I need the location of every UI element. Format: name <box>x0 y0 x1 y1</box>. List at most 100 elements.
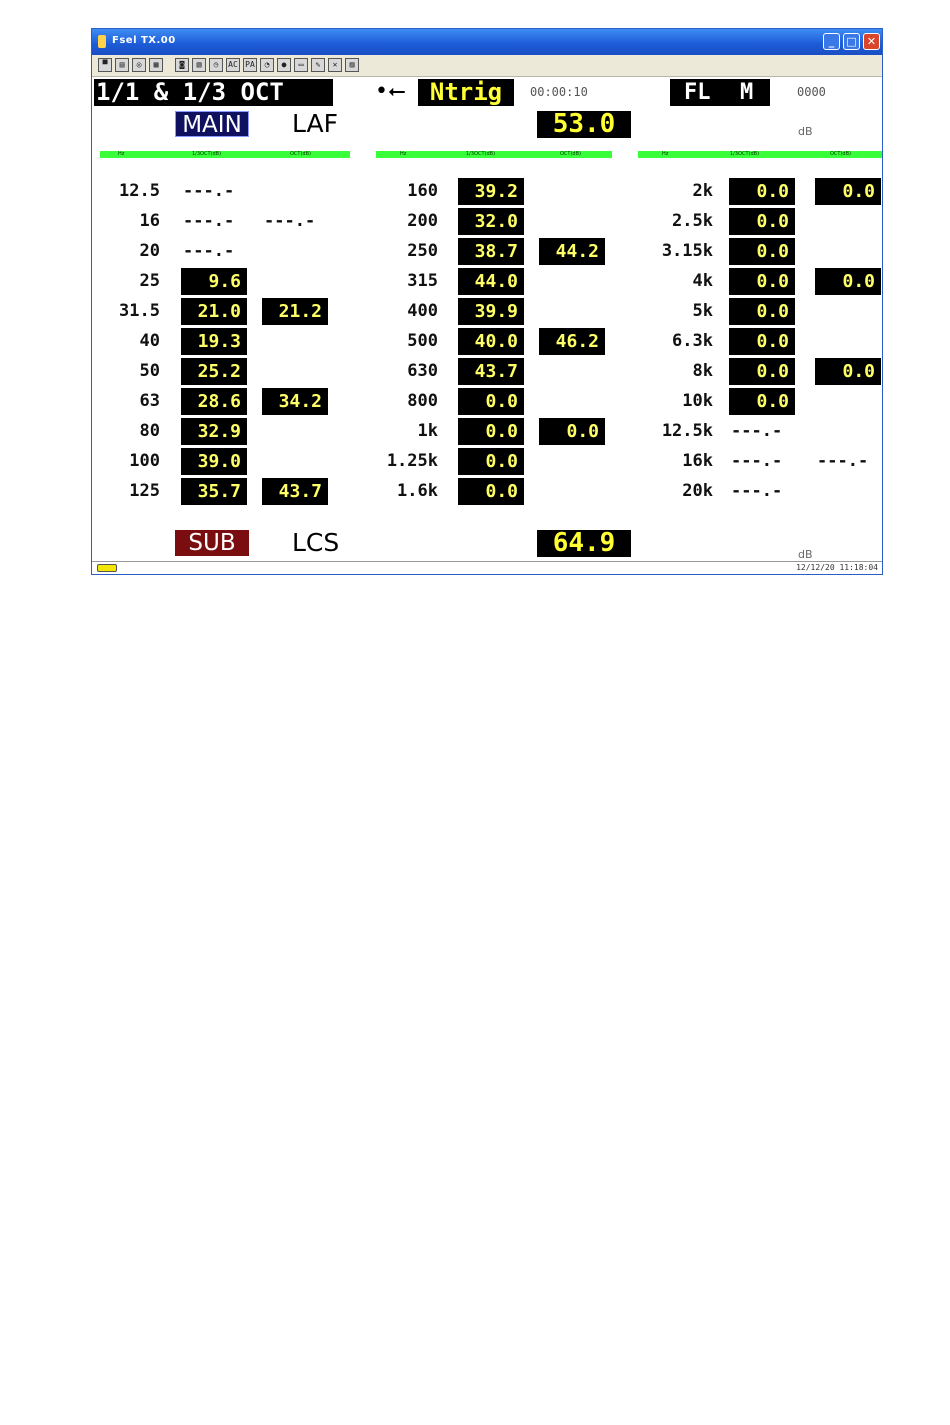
frequency-label: 100 <box>129 451 160 471</box>
app-icon <box>98 35 106 48</box>
title-bar[interactable]: Fsel TX.00 _ □ ✕ <box>92 29 882 55</box>
frequency-label: 800 <box>407 391 438 411</box>
table-row: 800 0.0 <box>92 387 882 417</box>
timer-icon[interactable]: ◷ <box>209 58 223 72</box>
frequency-label: 12.5 <box>119 181 160 201</box>
calculator-icon[interactable]: ▦ <box>149 58 163 72</box>
sub-channel-label[interactable]: SUB <box>175 530 249 556</box>
third-octave-value: 0.0 <box>458 418 524 445</box>
table-row: 20k---.- <box>92 477 882 507</box>
close-button[interactable]: ✕ <box>863 33 880 50</box>
third-octave-value: ---.- <box>731 481 783 501</box>
delete-icon[interactable]: ✕ <box>328 58 342 72</box>
m-label: M <box>740 80 754 105</box>
third-octave-value: 21.0 <box>181 298 247 325</box>
column-header-3: Hz 1/3OCT(dB) OCT(dB) <box>638 151 882 158</box>
battery-icon <box>97 564 117 572</box>
third-octave-value: 39.0 <box>181 448 247 475</box>
third-octave-value: 0.0 <box>729 298 795 325</box>
save-icon[interactable]: ▀ <box>98 58 112 72</box>
octave-value: 0.0 <box>539 418 605 445</box>
table-row: 16k---.----.- <box>92 447 882 477</box>
frequency-label: 200 <box>407 211 438 231</box>
table-row: 12.5---.- <box>92 177 882 207</box>
sub-unit: dB <box>798 548 813 561</box>
frequency-label: 10k <box>682 391 713 411</box>
frequency-label: 2.5k <box>672 211 713 231</box>
fl-label: FL <box>684 80 711 105</box>
third-octave-value: 39.2 <box>458 178 524 205</box>
third-octave-value: 0.0 <box>458 448 524 475</box>
pause-icon[interactable]: PA <box>243 58 257 72</box>
third-octave-value: 0.0 <box>729 328 795 355</box>
frequency-label: 500 <box>407 331 438 351</box>
frequency-label: 400 <box>407 301 438 321</box>
frequency-label: 5k <box>692 301 713 321</box>
oct-header: OCT(dB) <box>560 151 581 157</box>
oct-header: OCT(dB) <box>290 151 311 157</box>
stop-icon[interactable]: ● <box>277 58 291 72</box>
third-octave-value: 28.6 <box>181 388 247 415</box>
frequency-label: 125 <box>129 481 160 501</box>
record-counter: 0000 <box>797 85 826 99</box>
third-octave-value: 32.0 <box>458 208 524 235</box>
octave-value: 21.2 <box>262 298 328 325</box>
wrench-icon[interactable]: ✎ <box>311 58 325 72</box>
third-octave-value: 39.9 <box>458 298 524 325</box>
display-icon[interactable]: ▭ <box>294 58 308 72</box>
octave-value: ---.- <box>264 211 316 231</box>
frequency-label: 63 <box>139 391 160 411</box>
third-octave-value: ---.- <box>731 421 783 441</box>
document-icon[interactable]: ▧ <box>192 58 206 72</box>
frequency-label: 250 <box>407 241 438 261</box>
table-row: 10k 0.0 <box>92 387 882 417</box>
chart-icon[interactable]: ▨ <box>345 58 359 72</box>
settings-icon[interactable]: ◎ <box>132 58 146 72</box>
third-oct-header: 1/3OCT(dB) <box>730 151 760 157</box>
frequency-label: 50 <box>139 361 160 381</box>
frequency-label: 31.5 <box>119 301 160 321</box>
third-octave-value: 35.7 <box>181 478 247 505</box>
frequency-label: 630 <box>407 361 438 381</box>
octave-value: 0.0 <box>815 358 881 385</box>
sub-weighting: LCS <box>292 528 340 557</box>
main-unit: dB <box>798 125 813 138</box>
table-row: 16 ---.- ---.- <box>92 207 882 237</box>
filter-mode-box: FL M <box>670 79 770 106</box>
minimize-button[interactable]: _ <box>823 33 840 50</box>
hz-header: Hz <box>400 151 407 157</box>
ac-icon[interactable]: AC <box>226 58 240 72</box>
usb-icon: •⭠ <box>375 79 406 104</box>
third-octave-value: 32.9 <box>181 418 247 445</box>
table-row: 12.5k---.- <box>92 417 882 447</box>
frequency-label: 1.25k <box>386 451 438 471</box>
datetime: 12/12/20 11:18:04 <box>796 563 878 572</box>
main-channel-label[interactable]: MAIN <box>175 111 249 138</box>
print-icon[interactable]: ▤ <box>115 58 129 72</box>
frequency-label: 2k <box>692 181 713 201</box>
frequency-label: 25 <box>139 271 160 291</box>
toolbar: ▀ ▤ ◎ ▦ ◙ ▧ ◷ AC PA ◔ ● ▭ ✎ ✕ ▨ <box>92 55 882 77</box>
maximize-button[interactable]: □ <box>843 33 860 50</box>
third-octave-value: ---.- <box>183 211 235 231</box>
clock-icon[interactable]: ◔ <box>260 58 274 72</box>
frequency-label: 16 <box>139 211 160 231</box>
frequency-label: 160 <box>407 181 438 201</box>
third-octave-value: 0.0 <box>729 388 795 415</box>
record-icon[interactable]: ◙ <box>175 58 189 72</box>
main-channel-row: MAIN LAF 53.0 dB <box>92 109 882 139</box>
frequency-label: 3.15k <box>661 241 713 261</box>
hz-header: Hz <box>662 151 669 157</box>
